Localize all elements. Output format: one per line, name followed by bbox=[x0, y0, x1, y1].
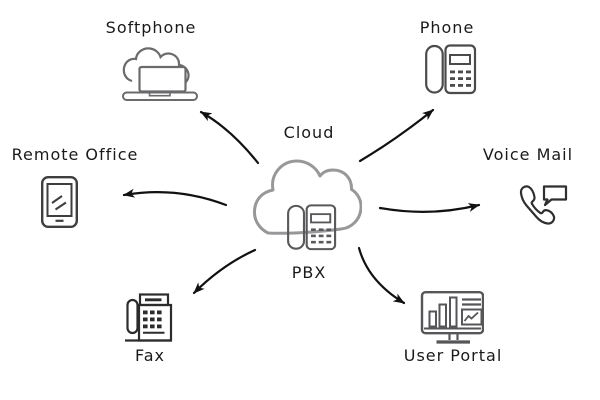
user-portal-monitor-analytics-icon bbox=[420, 291, 484, 344]
label-fax: Fax bbox=[134, 346, 165, 365]
softphone-laptop-cloud-icon bbox=[122, 47, 198, 101]
arrow-to-remote-office bbox=[122, 188, 228, 207]
remote-office-tablet-icon bbox=[41, 176, 78, 228]
fax-machine-icon bbox=[125, 293, 173, 342]
pbx-desk-phone-icon bbox=[286, 204, 337, 251]
label-cloud: Cloud bbox=[283, 123, 335, 142]
cloud-icon bbox=[252, 159, 362, 235]
label-user-portal: User Portal bbox=[403, 346, 503, 365]
label-pbx: PBX bbox=[291, 263, 327, 282]
label-phone: Phone bbox=[419, 18, 475, 37]
arrow-to-voice-mail bbox=[378, 203, 481, 213]
arrow-to-user-portal bbox=[357, 246, 406, 305]
label-softphone: Softphone bbox=[105, 18, 197, 37]
arrow-to-phone bbox=[358, 108, 435, 163]
voice-mail-handset-chat-bubble-icon bbox=[519, 185, 568, 225]
label-voice-mail: Voice Mail bbox=[482, 145, 574, 164]
arrow-to-softphone bbox=[199, 110, 260, 165]
label-remote-office: Remote Office bbox=[11, 145, 139, 164]
phone-desk-phone-icon bbox=[424, 44, 477, 95]
arrow-to-fax bbox=[192, 248, 257, 295]
